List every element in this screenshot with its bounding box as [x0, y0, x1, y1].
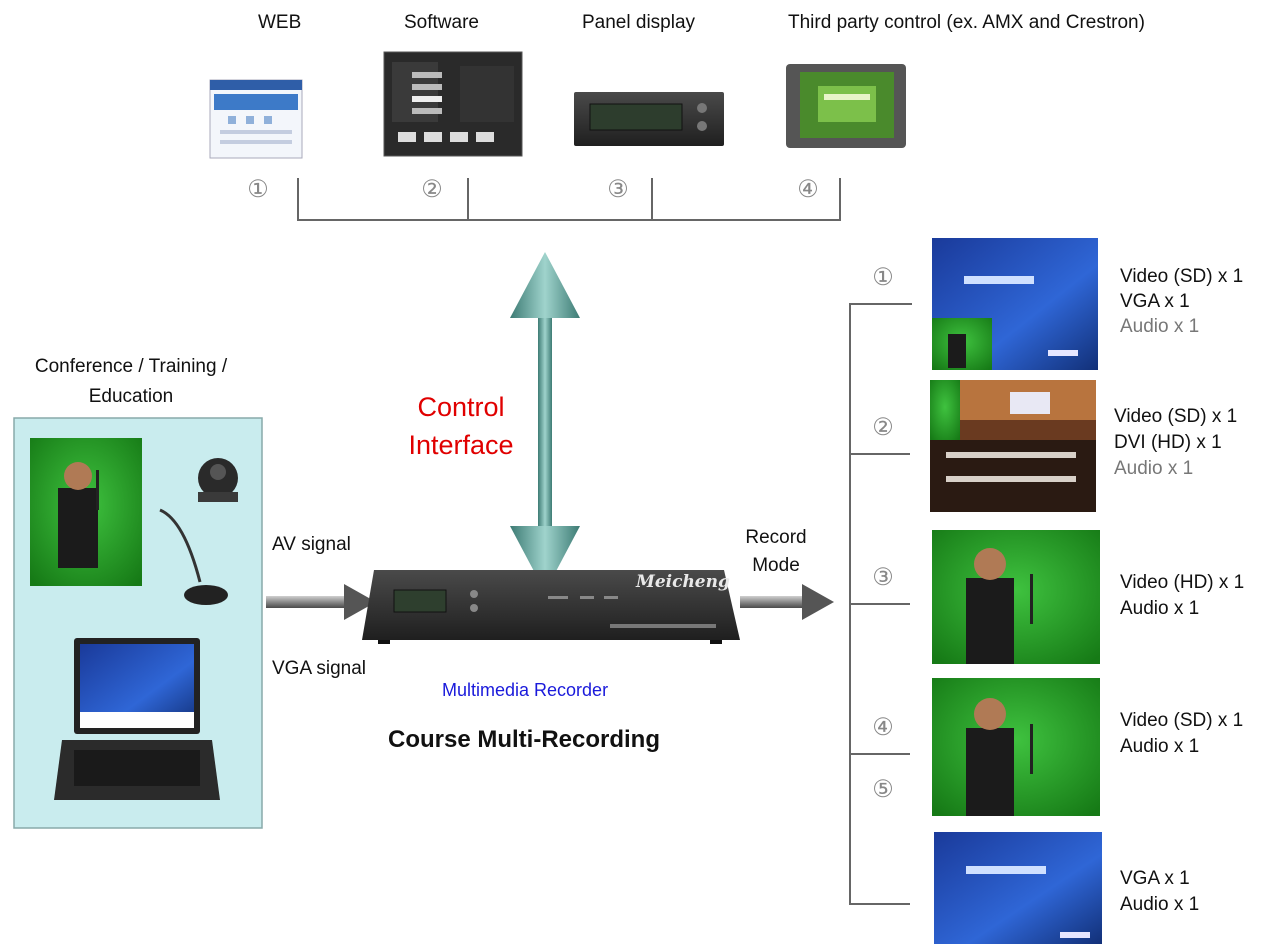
microphone-image [159, 508, 228, 605]
mode-1-description: Video (SD) x 1 VGA x 1 Audio x 1 [1120, 264, 1243, 339]
source-title-line-2: Education [88, 386, 174, 407]
mode-1-line-3: Audio x 1 [1120, 316, 1200, 337]
source-title-line-1: Conference / Training / [34, 356, 228, 377]
mode-1-line-2: VGA x 1 [1120, 291, 1190, 312]
recorder-device-image [362, 570, 740, 644]
record-mode-line-1: Record [745, 527, 807, 548]
control-method-label-software: Software [404, 12, 479, 33]
mode-2-thumbnail [930, 380, 1096, 512]
control-interface-arrow [510, 252, 580, 592]
record-mode-line-2: Mode [752, 555, 800, 576]
mode-2-line-1: Video (SD) x 1 [1114, 406, 1238, 427]
source-title: Conference / Training / Education [4, 352, 258, 412]
mode-3-thumbnail [932, 530, 1100, 664]
control-method-number-1: ① [247, 175, 269, 203]
mode-1-thumbnail [932, 238, 1098, 370]
mode-4-line-2: Audio x 1 [1120, 736, 1200, 757]
mode-5-line-1: VGA x 1 [1120, 868, 1190, 889]
mode-1-line-1: Video (SD) x 1 [1120, 266, 1244, 287]
laptop-image [54, 638, 220, 800]
mode-4-line-1: Video (SD) x 1 [1120, 710, 1244, 731]
control-method-number-3: ③ [607, 175, 629, 203]
mode-2-line-2: DVI (HD) x 1 [1114, 432, 1222, 453]
mode-5-description: VGA x 1 Audio x 1 [1120, 866, 1199, 918]
panel-display-image [574, 92, 724, 146]
mode-number-2: ② [872, 413, 894, 441]
mode-2-description: Video (SD) x 1 DVI (HD) x 1 Audio x 1 [1114, 404, 1237, 482]
touch-panel-image [786, 64, 906, 148]
mode-4-description: Video (SD) x 1 Audio x 1 [1120, 708, 1243, 760]
mode-5-line-2: Audio x 1 [1120, 894, 1200, 915]
control-interface-label: Control Interface [386, 388, 536, 464]
software-screenshot-image [383, 51, 523, 157]
av-signal-label: AV signal [272, 534, 351, 555]
mode-5-thumbnail [934, 832, 1102, 944]
control-bracket [297, 178, 841, 221]
control-method-number-2: ② [421, 175, 443, 203]
mode-3-line-1: Video (HD) x 1 [1120, 572, 1245, 593]
mode-3-line-2: Audio x 1 [1120, 598, 1200, 619]
control-method-label-third-party: Third party control (ex. AMX and Crestro… [788, 12, 1145, 33]
mode-number-4: ④ [872, 713, 894, 741]
record-mode-arrow [740, 584, 834, 620]
record-mode-label: Record Mode [736, 524, 816, 580]
control-method-label-web: WEB [258, 12, 302, 33]
control-interface-line-2: Interface [408, 430, 514, 460]
mode-number-5: ⑤ [872, 775, 894, 803]
mode-number-1: ① [872, 263, 894, 291]
recorder-caption: Multimedia Recorder [442, 680, 609, 700]
record-mode-bracket [849, 303, 912, 905]
web-screenshot-image [209, 79, 303, 159]
control-method-number-4: ④ [797, 175, 819, 203]
mode-2-line-3: Audio x 1 [1114, 458, 1194, 479]
mode-number-3: ③ [872, 563, 894, 591]
speaker-photo-image [30, 438, 142, 586]
control-interface-line-1: Control [417, 392, 505, 422]
mode-3-description: Video (HD) x 1 Audio x 1 [1120, 570, 1244, 622]
recorder-brand: Meicheng [636, 572, 730, 592]
diagram-title: Course Multi-Recording [388, 726, 661, 753]
vga-signal-label: VGA signal [272, 658, 366, 679]
control-method-label-panel: Panel display [582, 12, 696, 33]
mode-4-thumbnail [932, 678, 1100, 816]
ptz-camera-image [198, 458, 238, 502]
signal-input-arrow [266, 584, 376, 620]
